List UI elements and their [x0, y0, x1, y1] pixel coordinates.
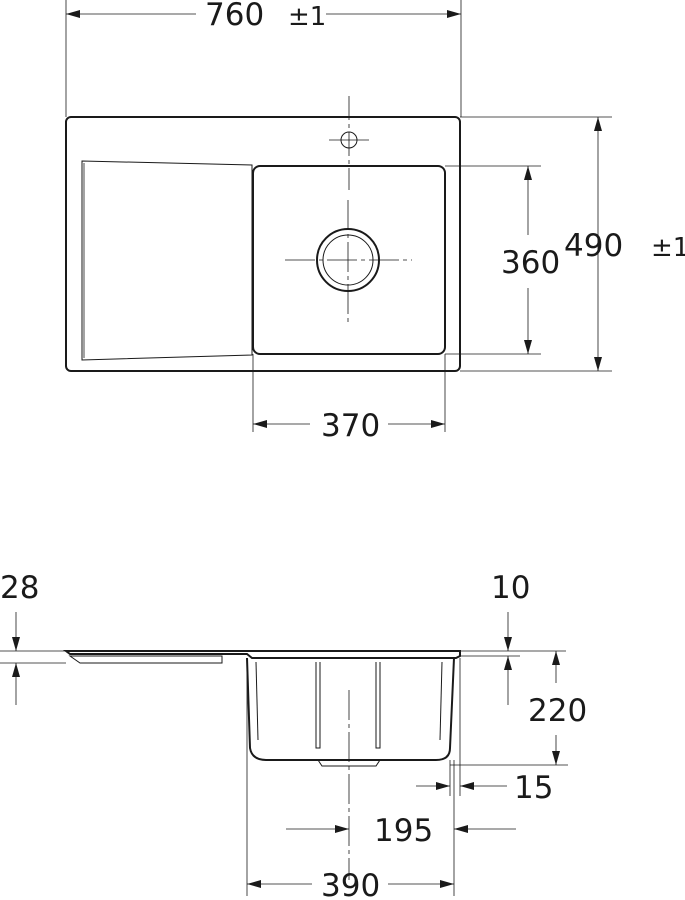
wall-offset-15-label: 15 [514, 770, 553, 806]
rim-10-label: 10 [491, 570, 530, 606]
drainboard-outline [81, 160, 253, 361]
width-760-label: 760 [205, 0, 264, 33]
top-view: 760 ±1 490 ±1 360 370 [65, 0, 685, 444]
height-490-label: 490 [564, 228, 623, 264]
drain-offset-195-label: 195 [374, 813, 433, 849]
slab-outline [63, 650, 461, 659]
width-tolerance-label: ±1 [288, 2, 326, 32]
side-view: 28 10 220 15 195 [0, 570, 587, 900]
sink-outline [65, 116, 461, 372]
bowl-width-370-label: 370 [321, 408, 380, 444]
depth-220-label: 220 [528, 693, 587, 729]
bowl-side-outline [246, 657, 455, 761]
bowl-height-360-label: 360 [501, 245, 560, 281]
bowl-width-390-label: 390 [321, 868, 380, 900]
thickness-28-label: 28 [0, 570, 39, 606]
bowl-outline [252, 165, 446, 355]
height-tolerance-label: ±1 [651, 233, 685, 263]
